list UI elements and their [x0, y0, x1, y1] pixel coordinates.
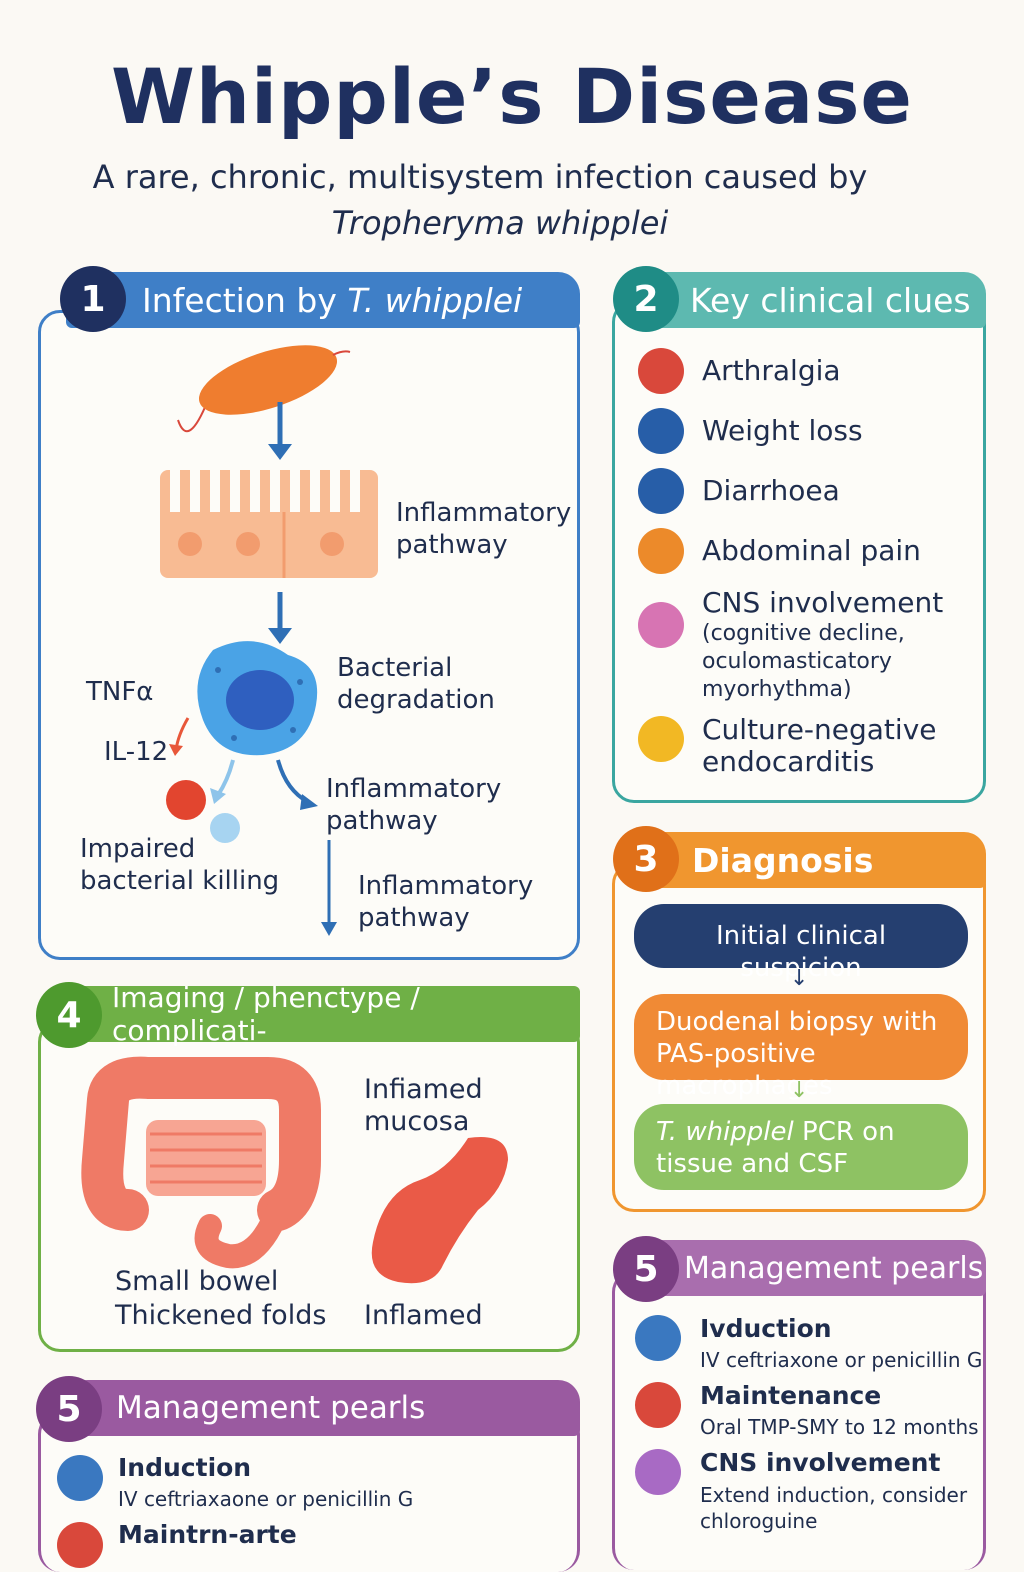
vial-icon: [57, 1455, 103, 1501]
clue-diarrhoea: Diarrhoea: [702, 474, 840, 507]
panel-diagnosis-title: Diagnosis: [692, 840, 874, 880]
diagnosis-step-suspicion: Initial clinical suspicion: [634, 904, 968, 983]
arrow-down-thin-icon: [321, 840, 337, 936]
toilet-icon: [638, 468, 684, 514]
panel-management-left-number: 5: [36, 1376, 102, 1442]
arrow-red-icon: [169, 717, 190, 756]
mgmt-right-maintenance-title: Maintenance: [700, 1381, 882, 1410]
mgmt-right-cns-title: CNS involvement: [700, 1448, 941, 1477]
arrow-down-icon: ↓: [790, 966, 809, 991]
mgmt-right-maintenance-detail: Oral TMP-SMY to 12 months: [700, 1415, 979, 1439]
scale-icon: [638, 408, 684, 454]
mgmt-left-induction-detail: IV ceftriaxaone or penicillin G: [118, 1487, 414, 1511]
heart-icon: [638, 716, 684, 762]
mgmt-right-induction-title: Ivduction: [700, 1314, 832, 1343]
label-tnfa: TNFα: [86, 677, 154, 707]
panel-diagnosis-header: Diagnosis: [634, 832, 986, 888]
brain-icon: [638, 602, 684, 648]
clue-endocarditis: Culture-negative endocarditis: [702, 713, 937, 778]
arrow-down-icon: [268, 402, 292, 460]
diagnosis-step-biopsy: Duodenal biopsy with PAS-positive macrop…: [634, 994, 968, 1101]
brain-icon: [635, 1449, 681, 1495]
arrow-down-icon: [268, 592, 292, 644]
mgmt-right-induction-detail: IV ceftriaxone or penicillin G: [700, 1348, 983, 1372]
clue-cns-detail: (cognitive decline, oculomasticatory myo…: [702, 621, 905, 702]
label-small-bowel: Small bowel: [115, 1266, 279, 1297]
clue-arthralgia: Arthralgia: [702, 354, 841, 387]
page-subtitle: A rare, chronic, multisystem infection c…: [92, 158, 868, 196]
diagnosis-step-pcr: T. whipplel PCR on tissue and CSF: [634, 1104, 968, 1190]
organism-name: Tropheryma whipplei: [331, 204, 669, 242]
colon-icon: [81, 1056, 321, 1269]
label-inflammatory-pathway-3: Inflammatory pathway: [358, 871, 534, 933]
clue-abdominal-pain: Abdominal pain: [702, 534, 921, 567]
panel-clinical-clues-number: 2: [613, 266, 679, 332]
panel-infection-header: Infection by T. whipplei: [66, 272, 580, 328]
bacterium-icon: [177, 345, 351, 433]
panel-infection: [38, 310, 580, 960]
label-bacterial-degradation: Bacterial degradation: [337, 653, 495, 715]
panel-infection-title: Infection by T. whipplei: [142, 280, 523, 320]
arrow-curved-icon: [276, 759, 318, 810]
stomach-icon: [638, 528, 684, 574]
infection-diagram: [160, 345, 378, 936]
label-impaired-killing: Impaired bacterial killing: [80, 834, 280, 896]
pill-icon: [57, 1522, 103, 1568]
mgmt-right-cns-detail: Extend induction, consider chloroguine: [700, 1483, 968, 1533]
epithelium-icon: [160, 468, 378, 578]
mgmt-left-induction-title: Induction: [118, 1453, 252, 1482]
joint-icon: [638, 348, 684, 394]
panel-management-right-title: Management pearls: [684, 1250, 984, 1286]
panel-infection-number: 1: [60, 266, 126, 332]
arrow-down-icon: ↓: [790, 1078, 809, 1103]
panel-clinical-clues-title: Key clinical clues: [690, 280, 971, 320]
label-inflammatory-pathway-2: Inflammatory pathway: [326, 774, 502, 836]
label-inflammatory-pathway: Inflammatory pathway: [396, 498, 572, 560]
arrow-lightblue-icon: [210, 759, 235, 804]
page-title: Whipple’s Disease: [111, 52, 913, 141]
label-thickened-folds: Thickened folds: [115, 1300, 327, 1331]
panel-imaging-header: Imaging / phenctype / complicati-: [60, 981, 580, 1047]
label-inflamed-mucosa: Infiamed mucosa: [364, 1074, 483, 1137]
panel-imaging-number: 4: [36, 982, 102, 1048]
label-inflamed: Inflamed: [364, 1300, 483, 1331]
mgmt-left-maintenance-title: Maintrn-arte: [118, 1520, 297, 1549]
bacterium-dot-red: [166, 780, 206, 820]
clue-weight-loss: Weight loss: [702, 414, 863, 447]
panel-imaging-title: Imaging / phenctype / complicati-: [112, 981, 420, 1047]
macrophage-icon: [197, 641, 318, 756]
panel-management-left-title: Management pearls: [116, 1390, 426, 1426]
panel-management-left-header: Management pearls: [60, 1380, 580, 1436]
clue-cns: CNS involvement: [702, 586, 944, 619]
imaging-diagram: [81, 1056, 508, 1284]
panel-management-right-header: Management pearls: [634, 1240, 986, 1296]
panel-clinical-clues-header: Key clinical clues: [634, 272, 986, 328]
label-il12: IL-12: [104, 737, 169, 767]
panel-diagnosis-number: 3: [613, 826, 679, 892]
panel-management-right-number: 5: [613, 1236, 679, 1302]
stomach-icon: [371, 1136, 508, 1284]
vial-icon: [635, 1315, 681, 1361]
bacterium-dot-blue: [210, 813, 240, 843]
pill-icon: [635, 1382, 681, 1428]
